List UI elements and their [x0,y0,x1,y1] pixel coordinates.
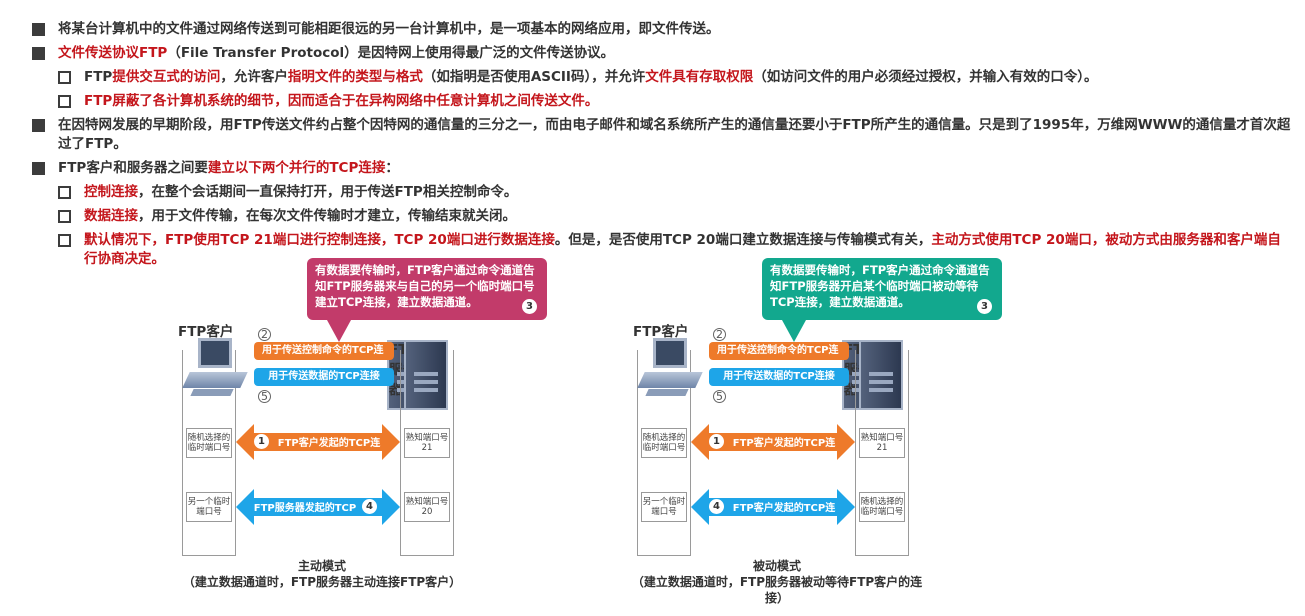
checkbox-bullet-icon [58,234,71,247]
step-1-badge: 1 [254,434,269,449]
bullet-text: （如指明是否使用ASCII码），并允许 [422,69,646,85]
checkbox-bullet-icon [58,71,71,84]
computer-icon [637,338,703,398]
checkbox-bullet-icon [58,186,71,199]
step-3-badge: 3 [522,299,537,314]
bullet-text: ，用于文件传输，在每次文件传输时才建立，传输结束就关闭。 [138,208,516,224]
server-port-temp: 随机选择的临时端口号 [859,492,905,522]
step-2-badge: 2 [258,328,271,341]
server-port-20: 熟知端口号 20 [404,492,450,522]
passive-mode-diagram: 有数据要传输时，FTP客户通过命令通道告知FTP服务器开启某个临时端口被动等待T… [627,258,1067,605]
arrow-label: FTP服务器发起的TCP连接 [253,503,357,529]
data-connection-pill: 用于传送数据的TCP连接 [709,368,849,386]
bullet-text: 主动方式使用TCP 20端口，被动方式由服务器和客户端自行协商决定。 [84,232,1281,267]
bullet-text: FTP客户和服务器之间要 [58,160,208,176]
bullet-item: FTP客户和服务器之间要建立以下两个并行的TCP连接： [32,159,1292,178]
bullet-item: 默认情况下，FTP使用TCP 21端口进行控制连接，TCP 20端口进行数据连接… [58,231,1292,269]
square-bullet-icon [32,162,45,175]
server-icon [859,340,903,410]
step-3-badge: 3 [977,299,992,314]
step-4-badge: 4 [709,499,724,514]
server-initiated-arrow: 4 FTP服务器发起的TCP连接 [236,489,400,529]
ftp-client-label: FTP客户 [633,324,689,340]
bullet-item: FTP屏蔽了各计算机系统的细节，因而适合于在异构网络中任意计算机之间传送文件。 [58,92,1292,111]
bullet-text: 文件传送协议FTP [58,45,168,61]
bullet-list: 将某台计算机中的文件通过网络传送到可能相距很远的另一台计算机中，是一项基本的网络… [32,20,1292,274]
active-mode-diagram: 有数据要传输时，FTP客户通过命令通道告知FTP服务器来与自己的另一个临时端口号… [172,258,612,598]
callout-passive: 有数据要传输时，FTP客户通过命令通道告知FTP服务器开启某个临时端口被动等待T… [762,258,1002,342]
step-5-badge: 5 [713,390,726,403]
control-connection-pill: 用于传送控制命令的TCP连接 [254,342,394,374]
bullet-text: 控制连接 [84,184,138,200]
bullet-text: 。但是，是否使用TCP 20端口建立数据连接与传输模式有关， [554,232,932,248]
bullet-text: （如访问文件的用户必须经过授权，并输入有效的口令）。 [753,69,1098,85]
bullet-text: ，允许客户 [220,69,288,85]
step-4-badge: 4 [362,499,377,514]
client-lifeline [182,350,236,556]
client-initiated-data-arrow: 4 FTP客户发起的TCP连接 [691,489,855,529]
arrow-label: FTP客户发起的TCP连接 [277,438,381,464]
square-bullet-icon [32,119,45,132]
bullet-text: FTP [84,69,113,85]
callout-tail [782,320,806,342]
client-port-2: 另一个临时端口号 [641,492,687,522]
bullet-item: 文件传送协议FTP（File Transfer Protocol）是因特网上使用… [32,44,1292,63]
bullet-text: 默认情况下，FTP使用TCP 21端口进行控制连接，TCP 20端口进行数据连接 [84,232,555,248]
step-1-badge: 1 [709,434,724,449]
callout-text: 有数据要传输时，FTP客户通过命令通道告知FTP服务器开启某个临时端口被动等待T… [770,263,990,309]
square-bullet-icon [32,47,45,60]
bullet-item: 数据连接，用于文件传输，在每次文件传输时才建立，传输结束就关闭。 [58,207,1292,226]
arrow-label: FTP客户发起的TCP连接 [732,503,836,529]
client-initiated-arrow: 1 FTP客户发起的TCP连接 [691,424,855,464]
bullet-text: ，在整个会话期间一直保持打开，用于传送FTP相关控制命令。 [138,184,518,200]
client-port-1: 随机选择的临时端口号 [186,428,232,458]
bullet-text: 数据连接 [84,208,138,224]
server-port-21: 熟知端口号 21 [404,428,450,458]
bullet-text: 指明文件的类型与格式 [287,69,423,85]
bullet-text: 文件具有存取权限 [645,69,754,85]
ftp-client-label: FTP客户 [178,324,234,340]
client-port-1: 随机选择的临时端口号 [641,428,687,458]
server-icon [404,340,448,410]
diagram-caption: 主动模式 （建立数据通道时，FTP服务器主动连接FTP客户） [182,559,462,589]
bullet-item: 在因特网发展的早期阶段，用FTP传送文件约占整个因特网的通信量的三分之一，而由电… [32,116,1292,154]
server-lifeline [855,350,909,556]
data-connection-pill: 用于传送数据的TCP连接 [254,368,394,386]
callout-active: 有数据要传输时，FTP客户通过命令通道告知FTP服务器来与自己的另一个临时端口号… [307,258,547,342]
bullet-text: 建立以下两个并行的TCP连接 [207,160,386,176]
client-lifeline [637,350,691,556]
checkbox-bullet-icon [58,95,71,108]
control-connection-pill: 用于传送控制命令的TCP连接 [709,342,849,374]
client-initiated-arrow: 1 FTP客户发起的TCP连接 [236,424,400,464]
bullet-text: FTP屏蔽了各计算机系统的细节，因而适合于在异构网络中任意计算机之间传送文件。 [84,93,599,109]
square-bullet-icon [32,23,45,36]
computer-icon [182,338,248,398]
diagram-caption: 被动模式 （建立数据通道时，FTP服务器被动等待FTP客户的连接） [631,559,923,605]
bullet-text: 将某台计算机中的文件通过网络传送到可能相距很远的另一台计算机中，是一项基本的网络… [58,21,720,37]
bullet-text: 提供交互式的访问 [112,69,221,85]
callout-text: 有数据要传输时，FTP客户通过命令通道告知FTP服务器来与自己的另一个临时端口号… [315,263,535,309]
bullet-text: 在因特网发展的早期阶段，用FTP传送文件约占整个因特网的通信量的三分之一，而由电… [58,117,1291,152]
checkbox-bullet-icon [58,210,71,223]
bullet-text: ： [385,160,399,176]
callout-tail [327,320,351,342]
client-port-2: 另一个临时端口号 [186,492,232,522]
step-2-badge: 2 [713,328,726,341]
server-lifeline [400,350,454,556]
bullet-text: （File Transfer Protocol）是因特网上使用得最广泛的文件传送… [167,45,615,61]
server-port-21: 熟知端口号 21 [859,428,905,458]
bullet-item: FTP提供交互式的访问，允许客户指明文件的类型与格式（如指明是否使用ASCII码… [58,68,1292,87]
bullet-item: 将某台计算机中的文件通过网络传送到可能相距很远的另一台计算机中，是一项基本的网络… [32,20,1292,39]
step-5-badge: 5 [258,390,271,403]
arrow-label: FTP客户发起的TCP连接 [732,438,836,464]
bullet-item: 控制连接，在整个会话期间一直保持打开，用于传送FTP相关控制命令。 [58,183,1292,202]
